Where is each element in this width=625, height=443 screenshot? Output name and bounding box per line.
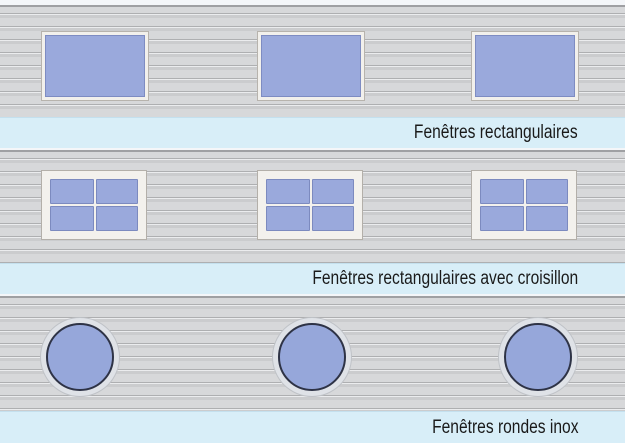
round-window-glass xyxy=(504,323,572,391)
crossbar-window xyxy=(472,171,576,239)
caption-band-rectangular: Fenêtres rectangulaires xyxy=(0,117,625,148)
caption-band-crossbar: Fenêtres rectangulaires avec croisillon xyxy=(0,263,625,294)
rectangular-window xyxy=(472,32,578,100)
window-pane xyxy=(312,206,354,231)
window-pane xyxy=(96,206,138,231)
window-pane xyxy=(526,206,568,231)
window-pane xyxy=(312,179,354,204)
window-pane xyxy=(266,206,310,231)
round-window xyxy=(41,318,119,396)
round-window xyxy=(273,318,351,396)
caption-band-round: Fenêtres rondes inox xyxy=(0,411,625,443)
round-window xyxy=(499,318,577,396)
window-pane xyxy=(526,179,568,204)
crossbar-window xyxy=(258,171,362,239)
window-pane xyxy=(480,206,524,231)
caption-round: Fenêtres rondes inox xyxy=(431,416,578,438)
crossbar-window xyxy=(42,171,146,239)
window-pane xyxy=(480,179,524,204)
rectangular-window xyxy=(42,32,148,100)
door-panel-rectangular xyxy=(0,5,625,117)
round-window-glass xyxy=(46,323,114,391)
window-pane xyxy=(96,179,138,204)
window-pane xyxy=(266,179,310,204)
caption-crossbar: Fenêtres rectangulaires avec croisillon xyxy=(312,268,578,289)
caption-rectangular: Fenêtres rectangulaires xyxy=(414,122,578,143)
door-panel-round xyxy=(0,296,625,411)
rectangular-window xyxy=(258,32,364,100)
door-panel-crossbar xyxy=(0,150,625,263)
window-pane xyxy=(50,206,94,231)
window-pane xyxy=(50,179,94,204)
round-window-glass xyxy=(278,323,346,391)
